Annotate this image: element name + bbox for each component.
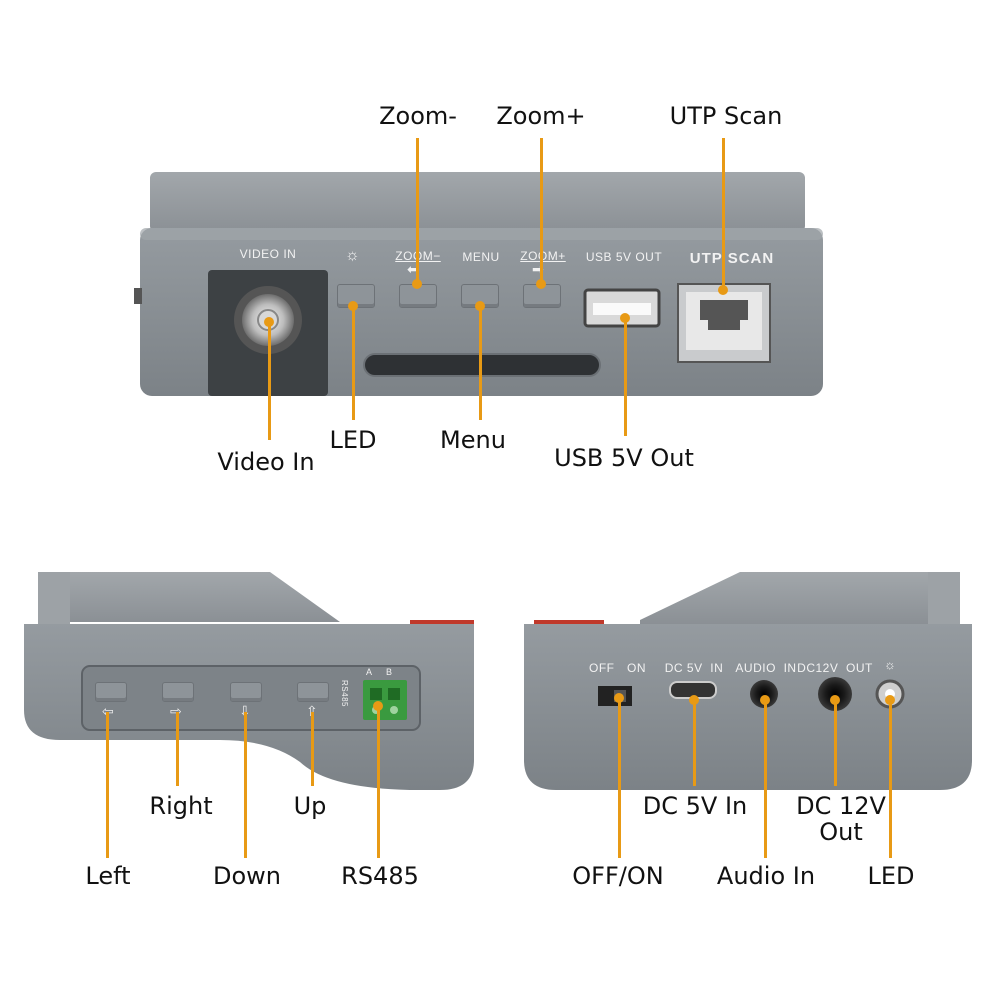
right-device xyxy=(524,572,972,790)
right-arrow-icon: ⇨ xyxy=(170,703,182,719)
leader-dot xyxy=(348,301,358,311)
leader-dot xyxy=(412,279,422,289)
label-led: LED xyxy=(329,426,377,454)
silk-usb: USB 5V OUT xyxy=(585,250,663,264)
leader-dc12v xyxy=(834,700,837,786)
leader-led2 xyxy=(889,700,892,858)
label-dc5v-in: DC 5V In xyxy=(642,792,748,820)
leader-audio-in xyxy=(764,700,767,858)
left-arrow-icon: ⇦ xyxy=(102,703,114,719)
leader-usb xyxy=(624,318,627,436)
left-device xyxy=(24,572,474,790)
leader-left xyxy=(106,712,109,858)
label-zoom-minus: Zoom- xyxy=(379,102,457,130)
sd-card-slot xyxy=(363,353,601,377)
leader-dot xyxy=(830,695,840,705)
arrow-left-icon: ⬅ xyxy=(407,261,419,277)
silk-a: A xyxy=(366,667,373,677)
up-arrow-icon: ⇧ xyxy=(306,703,318,719)
silk-menu: MENU xyxy=(462,250,500,264)
silk-video-in: VIDEO IN xyxy=(239,247,297,261)
silk-dc5v-in: DC 5V IN xyxy=(664,661,724,675)
leader-dot xyxy=(614,693,624,703)
zoom-minus-key[interactable] xyxy=(399,284,437,308)
bulb-icon: ☼ xyxy=(345,247,360,264)
leader-utp xyxy=(722,138,725,288)
led-bulb-icon: ☼ xyxy=(884,657,896,672)
left-key[interactable] xyxy=(95,682,127,702)
silk-audio-in: AUDIO IN xyxy=(735,661,797,675)
up-key[interactable] xyxy=(297,682,329,702)
leader-down xyxy=(244,712,247,858)
dc-jack xyxy=(818,677,852,711)
silk-off: OFF xyxy=(589,661,615,675)
label-dc12v-out-line1: DC 12V xyxy=(796,792,886,820)
leader-dot xyxy=(718,285,728,295)
label-left: Left xyxy=(85,862,131,890)
right-key[interactable] xyxy=(162,682,194,702)
leader-led xyxy=(352,306,355,420)
leader-menu xyxy=(479,306,482,420)
leader-up xyxy=(311,712,314,786)
label-down: Down xyxy=(212,862,282,890)
silk-on: ON xyxy=(627,661,646,675)
silk-dc12v-out: DC12V OUT xyxy=(797,661,873,675)
leader-dot xyxy=(264,317,274,327)
label-up: Up xyxy=(293,792,327,820)
silk-rs485: RS485 xyxy=(340,680,349,707)
label-led2: LED xyxy=(867,862,915,890)
leader-right xyxy=(176,712,179,786)
label-video-in: Video In xyxy=(217,448,315,476)
leader-dot xyxy=(475,301,485,311)
label-right: Right xyxy=(149,792,213,820)
leader-dot xyxy=(620,313,630,323)
arrow-right-icon: ➡ xyxy=(532,261,544,277)
leader-dot xyxy=(373,701,383,711)
label-usb-out: USB 5V Out xyxy=(554,444,694,472)
rs485-terminal xyxy=(363,680,407,720)
audio-jack xyxy=(750,680,778,708)
leader-off-on xyxy=(618,698,621,858)
label-utp-scan: UTP Scan xyxy=(669,102,783,130)
silk-b: B xyxy=(386,667,393,677)
silk-utp: UTP SCAN xyxy=(689,250,775,267)
leader-dot xyxy=(536,279,546,289)
leader-dot xyxy=(689,695,699,705)
label-off-on: OFF/ON xyxy=(572,862,664,890)
label-rs485: RS485 xyxy=(341,862,419,890)
leader-rs485 xyxy=(377,706,380,858)
down-arrow-icon: ⇩ xyxy=(239,703,251,719)
leader-zoom-plus xyxy=(540,138,543,282)
leader-dc5v xyxy=(693,700,696,786)
label-dc12v-out-line2: Out xyxy=(819,818,863,846)
down-key[interactable] xyxy=(230,682,262,702)
leader-zoom-minus xyxy=(416,138,419,282)
leader-dot xyxy=(760,695,770,705)
leader-dot xyxy=(885,695,895,705)
label-audio-in: Audio In xyxy=(716,862,816,890)
label-menu: Menu xyxy=(440,426,506,454)
leader-video-in xyxy=(268,322,271,440)
label-zoom-plus: Zoom+ xyxy=(496,102,586,130)
